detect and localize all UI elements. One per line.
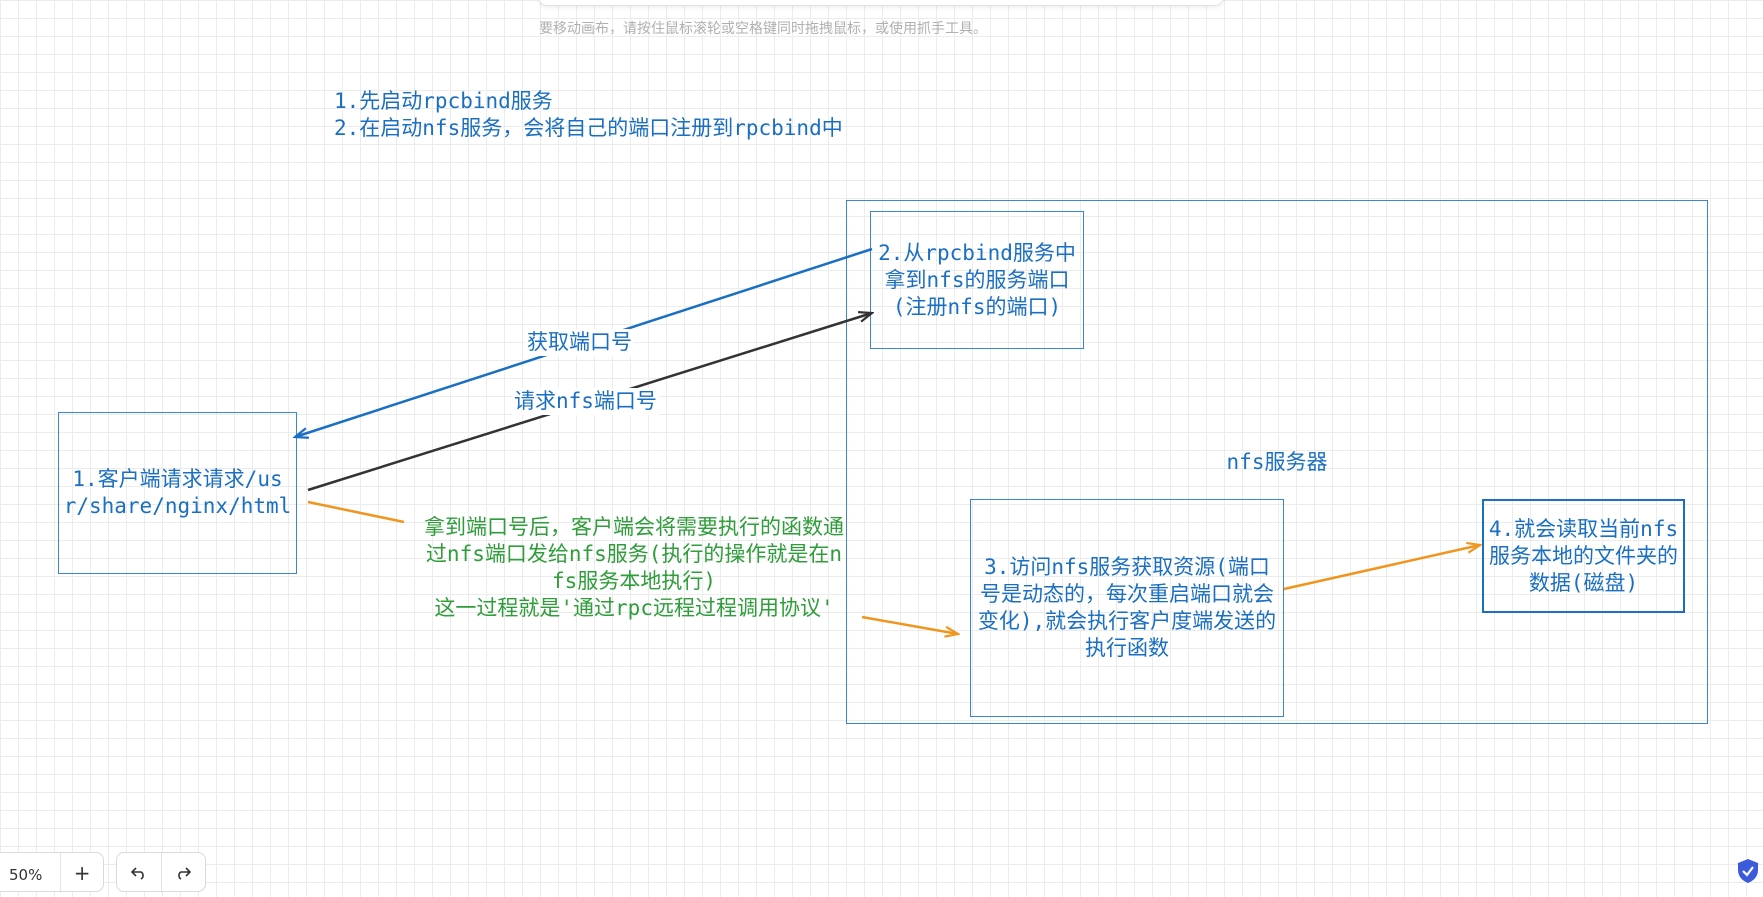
- zoom-control: 50% +: [0, 852, 104, 893]
- rpc-note-line-2: 过nfs端口发给nfs服务(执行的操作就是在n: [425, 542, 843, 566]
- canvas-hint: 要移动画布，请按住鼠标滚轮或空格键同时拖拽鼠标，或使用抓手工具。: [539, 21, 987, 37]
- redo-icon: [178, 867, 192, 880]
- history-control: [116, 852, 206, 893]
- arrow-client-to-note[interactable]: [307, 500, 405, 524]
- read-data-node-label: 4.就会读取当前nfs服务本地的文件夹的数据(磁盘): [1488, 516, 1679, 595]
- rpc-note-line-4: 这一过程就是'通过rpc远程过程调用协议': [434, 596, 834, 620]
- edge-label-get-port: 获取端口号: [525, 329, 634, 356]
- edge-label-request-port: 请求nfs端口号: [512, 388, 659, 415]
- plus-icon: +: [73, 861, 91, 885]
- nfs-access-node[interactable]: 3.访问nfs服务获取资源(端口号是动态的，每次重启端口就会变化),就会执行客户…: [970, 499, 1284, 717]
- rpcbind-node-label: 2.从rpcbind服务中拿到nfs的服务端口(注册nfs的端口): [878, 240, 1076, 319]
- arrow-note-to-access[interactable]: [861, 615, 958, 634]
- client-node[interactable]: 1.客户端请求请求/usr/share/nginx/html: [58, 412, 297, 574]
- undo-button[interactable]: [117, 853, 162, 893]
- undo-icon: [130, 867, 144, 880]
- shield-check-icon[interactable]: [1737, 858, 1759, 884]
- rpc-note-line-1: 拿到端口号后，客户端会将需要执行的函数通: [424, 515, 844, 539]
- intro-note[interactable]: 1.先启动rpcbind服务 2.在启动nfs服务，会将自己的端口注册到rpcb…: [334, 88, 843, 142]
- nfs-server-container[interactable]: nfs服务器: [846, 200, 1708, 724]
- redo-button[interactable]: [162, 853, 204, 893]
- zoom-level[interactable]: 50%: [0, 853, 62, 893]
- arrow-access-to-read[interactable]: [1283, 545, 1480, 591]
- rpc-explanation-note[interactable]: 拿到端口号后，客户端会将需要执行的函数通 过nfs端口发给nfs服务(执行的操作…: [406, 514, 862, 622]
- rpc-note-line-3: fs服务本地执行): [552, 569, 716, 593]
- nfs-access-node-label: 3.访问nfs服务获取资源(端口号是动态的，每次重启端口就会变化),就会执行客户…: [977, 555, 1277, 660]
- nfs-server-label: nfs服务器: [1226, 450, 1328, 474]
- read-data-node[interactable]: 4.就会读取当前nfs服务本地的文件夹的数据(磁盘): [1482, 499, 1685, 613]
- rpcbind-node[interactable]: 2.从rpcbind服务中拿到nfs的服务端口(注册nfs的端口): [870, 211, 1084, 349]
- intro-line-1: 1.先启动rpcbind服务: [334, 89, 553, 113]
- intro-line-2: 2.在启动nfs服务，会将自己的端口注册到rpcbind中: [334, 116, 843, 140]
- zoom-in-button[interactable]: +: [61, 853, 103, 893]
- client-node-label: 1.客户端请求请求/usr/share/nginx/html: [63, 467, 292, 518]
